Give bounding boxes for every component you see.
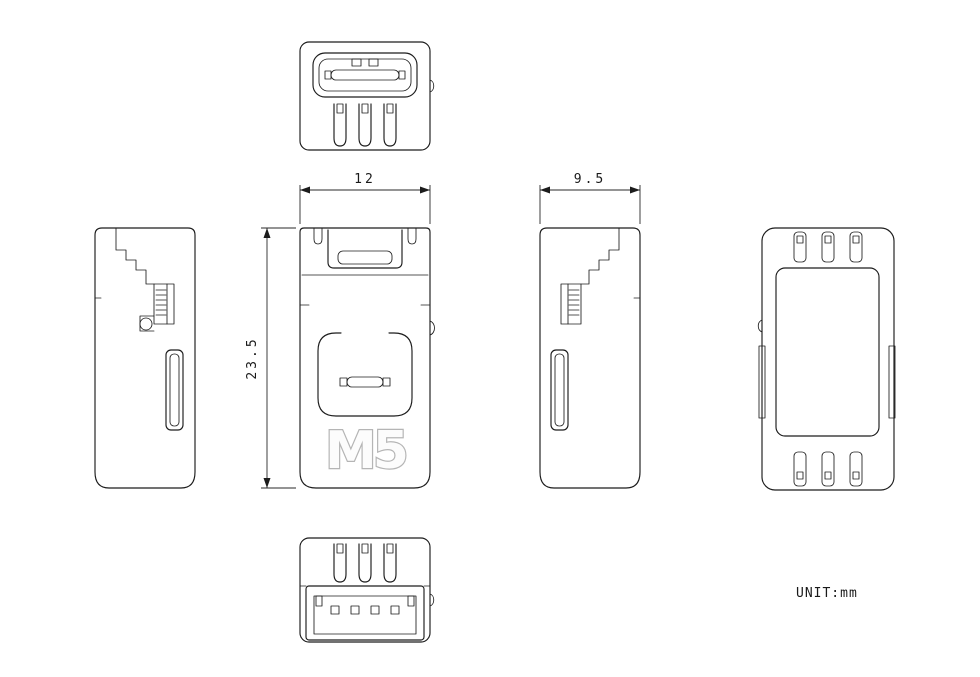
- usb-c-tab-left: [324, 70, 332, 80]
- grove-pin: [390, 605, 400, 615]
- side-rail-left: [758, 345, 766, 419]
- contact-notch: [386, 543, 394, 554]
- back-view: [757, 227, 896, 491]
- button-pill: [346, 376, 384, 388]
- arrowhead: [263, 478, 271, 488]
- top-slot-right: [407, 227, 417, 245]
- depth-dimension: 9.5: [539, 172, 641, 224]
- top-view: [299, 41, 435, 151]
- side-bump: [429, 320, 435, 336]
- arrowhead: [263, 228, 271, 238]
- hinge-circle: [139, 317, 153, 331]
- arrowhead: [540, 186, 550, 194]
- top-pin: [793, 231, 807, 263]
- bottom-pin: [849, 451, 863, 487]
- screen-panel: [775, 267, 880, 437]
- side-slot-inner: [169, 353, 180, 427]
- usb-c-latch-left: [351, 58, 362, 67]
- contact-notch: [336, 103, 344, 114]
- dim-depth-label: 9.5: [574, 172, 606, 187]
- front-view-body-outline: [299, 227, 431, 489]
- contact-notch: [361, 103, 369, 114]
- left-view-body-outline: [94, 227, 196, 489]
- top-slot-left: [313, 227, 323, 245]
- side-slot-outer: [165, 349, 184, 431]
- unit-label: UNIT:mm: [796, 586, 858, 601]
- grove-connector-outer: [305, 585, 425, 641]
- connector-serrations: [155, 289, 167, 316]
- pin-notch: [824, 235, 832, 244]
- usb-c-latch-right: [368, 58, 379, 67]
- battery-contact: [333, 543, 347, 583]
- usb-c-tab-right: [398, 70, 406, 80]
- m5-logo: M5: [325, 421, 406, 481]
- left-side-view: [94, 227, 196, 489]
- right-view-body-outline: [539, 227, 641, 489]
- bottom-view-body-outline: [299, 537, 431, 643]
- pill-tab-left: [339, 377, 348, 387]
- back-view-body-outline: [761, 227, 895, 491]
- arrowhead: [420, 186, 430, 194]
- head-block: [327, 229, 403, 269]
- battery-contact: [383, 543, 397, 583]
- pin-notch: [796, 471, 804, 480]
- head-step-profile: [115, 227, 155, 285]
- button-frame: [317, 332, 413, 417]
- bottom-pin: [793, 451, 807, 487]
- contact-notch: [361, 543, 369, 554]
- top-pin: [849, 231, 863, 263]
- grove-pin: [370, 605, 380, 615]
- grove-latch-right: [407, 595, 415, 607]
- battery-contact: [333, 103, 347, 147]
- arrowhead: [300, 186, 310, 194]
- right-side-view: [539, 227, 641, 489]
- usb-c-port-inner: [318, 58, 412, 92]
- contact-notch: [336, 543, 344, 554]
- connector-side-block: [560, 283, 582, 325]
- top-pin: [821, 231, 835, 263]
- head-block-inner: [337, 250, 393, 265]
- front-view: M5: [299, 227, 435, 489]
- head-step-profile: [580, 227, 620, 285]
- pin-notch: [796, 235, 804, 244]
- pin-notch: [852, 235, 860, 244]
- connector-serrations: [568, 289, 580, 316]
- grove-pin: [350, 605, 360, 615]
- connector-side-block: [153, 283, 175, 325]
- pin-notch: [852, 471, 860, 480]
- grove-latch-left: [315, 595, 323, 607]
- side-slot-inner: [554, 353, 565, 427]
- battery-contact: [383, 103, 397, 147]
- side-bump: [429, 593, 435, 607]
- pill-tab-right: [382, 377, 391, 387]
- battery-contact: [358, 103, 372, 147]
- usb-c-tongue: [330, 69, 400, 81]
- side-slot-outer: [550, 349, 569, 431]
- arrowhead: [630, 186, 640, 194]
- contact-notch: [386, 103, 394, 114]
- grove-pin: [330, 605, 340, 615]
- width-dimension: 12: [299, 172, 431, 224]
- bottom-pin: [821, 451, 835, 487]
- bottom-view: [299, 537, 435, 643]
- dim-width-label: 12: [354, 172, 376, 187]
- pin-notch: [824, 471, 832, 480]
- height-dimension: 23.5: [245, 227, 296, 489]
- usb-c-port-outer: [312, 52, 418, 98]
- grove-connector-inner: [313, 595, 417, 635]
- side-bump: [757, 319, 763, 333]
- top-view-body-outline: [299, 41, 431, 151]
- battery-contact: [358, 543, 372, 583]
- side-rail-right: [888, 345, 896, 419]
- side-bump: [429, 79, 435, 93]
- dim-height-label: 23.5: [245, 336, 260, 379]
